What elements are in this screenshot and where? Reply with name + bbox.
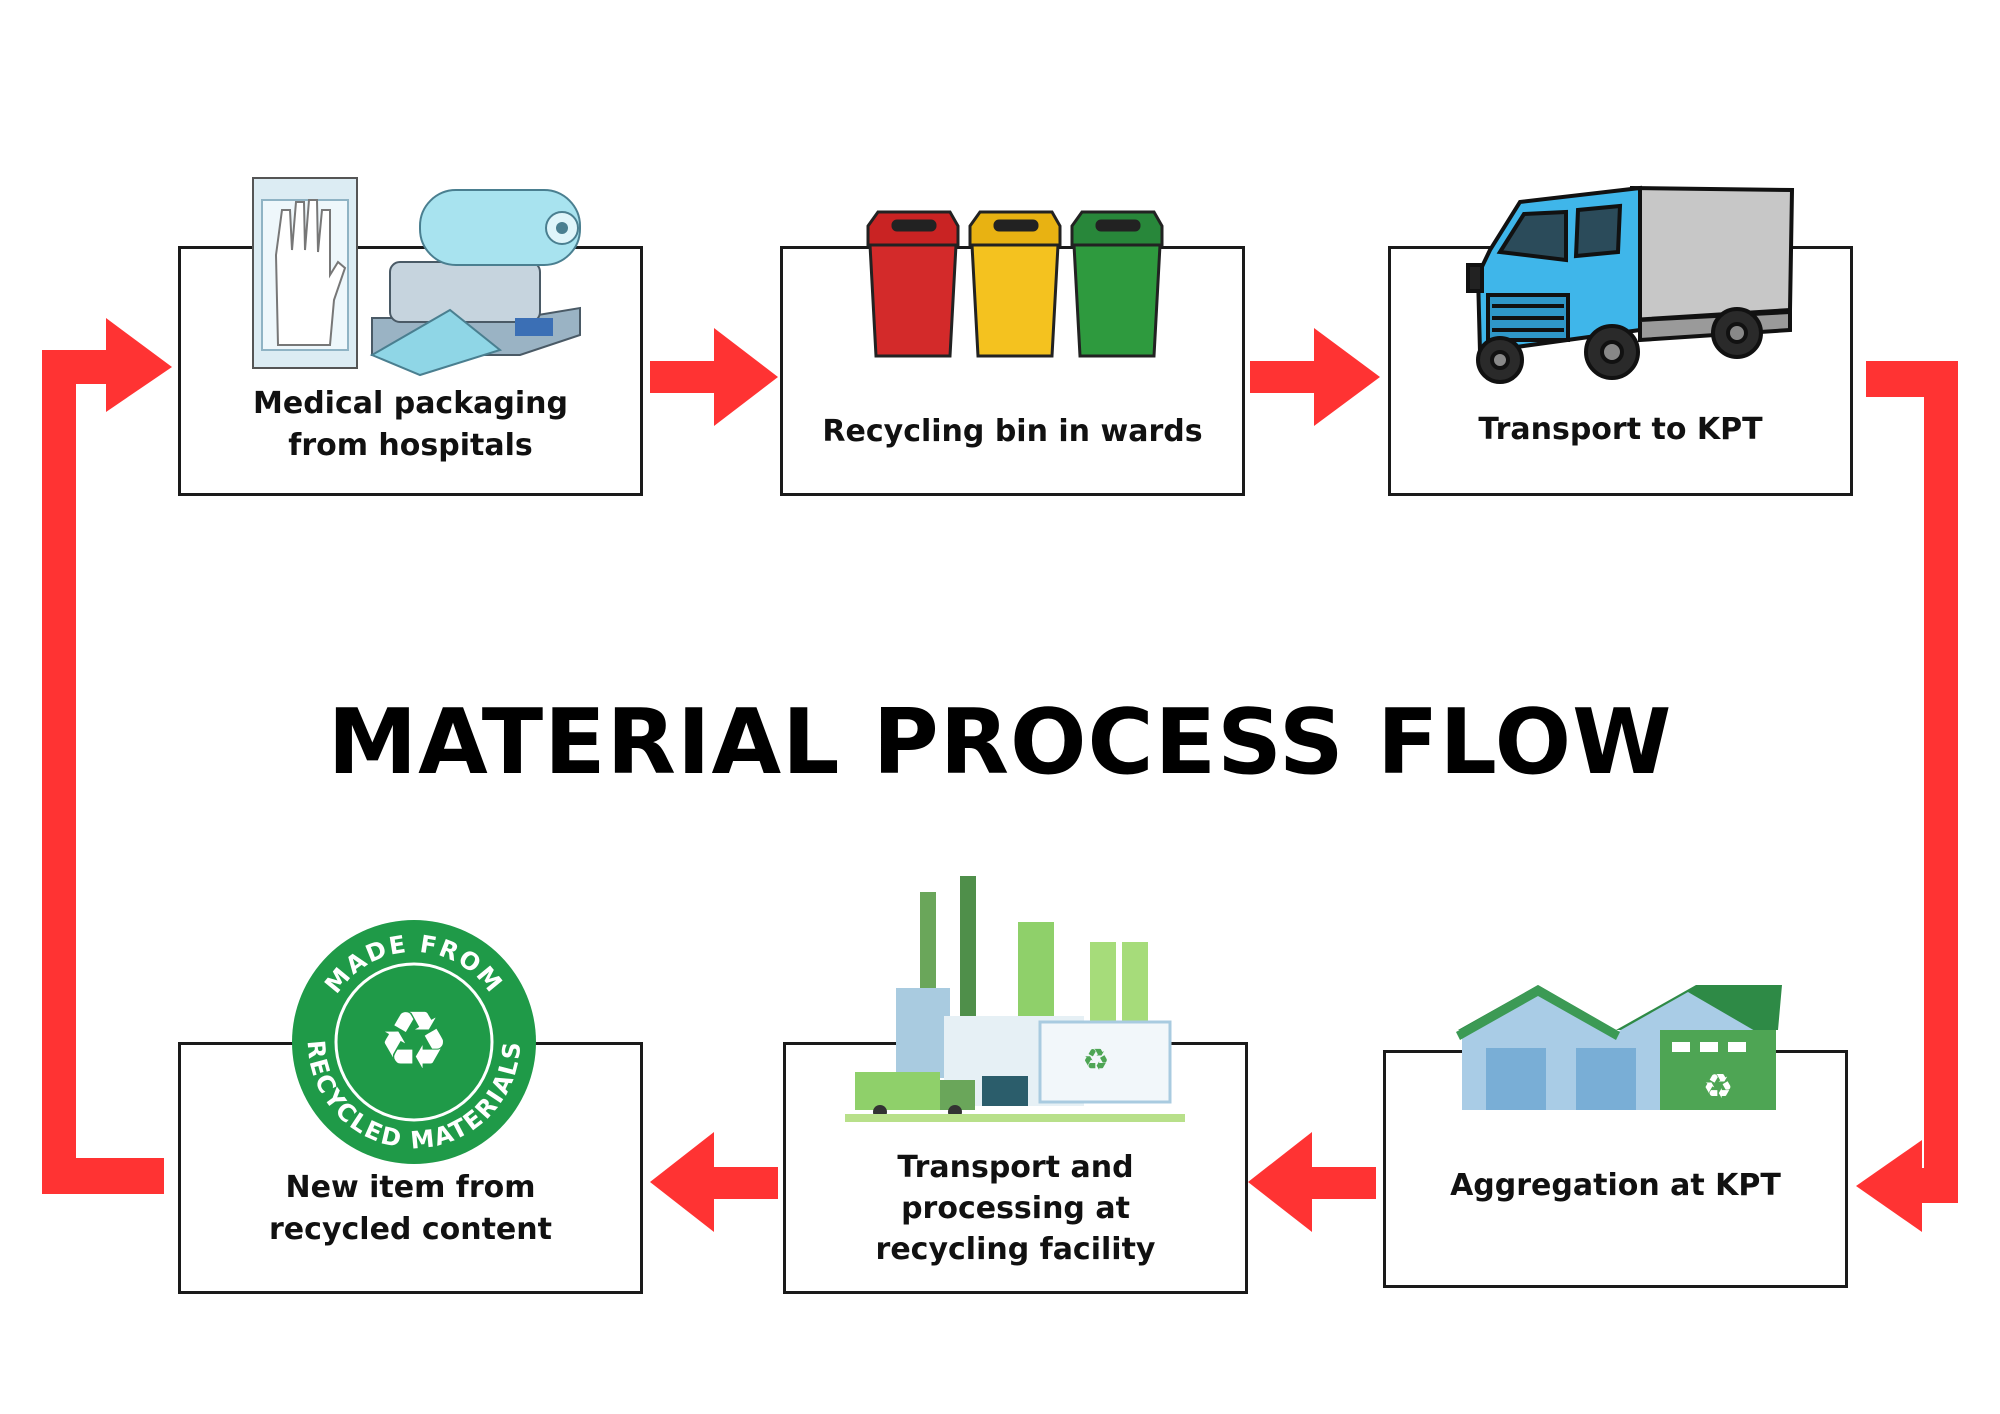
step-label-recycling-bin: Recycling bin in wards (822, 414, 1203, 449)
warehouse-icon: ♻ (1456, 985, 1782, 1110)
step-label-aggregation: Aggregation at KPT (1450, 1168, 1781, 1203)
recycling-bins-icon (866, 210, 1164, 358)
truck-icon (1466, 185, 1795, 384)
arrow-step3-to-step4 (1856, 361, 1958, 1232)
svg-text:♻: ♻ (1703, 1067, 1733, 1107)
step-label-medical-packaging: Medical packaging from hospitals (181, 383, 640, 467)
arrow-step4-to-step5 (1248, 1132, 1376, 1232)
step-label-line: recycling facility (875, 1232, 1156, 1267)
step-label-line: New item from (285, 1170, 536, 1205)
medical-packaging-icon (252, 177, 581, 377)
step-label-recycling-facility: Transport and processing at recycling fa… (786, 1147, 1245, 1270)
diagram-title: MATERIAL PROCESS FLOW (327, 690, 1673, 795)
step-label-new-item: New item from recycled content (181, 1167, 640, 1251)
arrow-step5-to-step6 (650, 1132, 778, 1232)
recycling-facility-icon: ♻ (845, 876, 1185, 1122)
arrow-step2-to-step3 (1250, 328, 1380, 426)
step-label-line: recycled content (269, 1212, 552, 1247)
step-label-line: Transport and (897, 1150, 1134, 1185)
step-label-line: Medical packaging (253, 386, 568, 421)
step-label-line: from hospitals (288, 428, 533, 463)
arrow-step1-to-step2 (650, 328, 778, 426)
recycled-materials-badge-icon: ♻ MADE FROM RECYCLED MATERIALS (292, 920, 536, 1164)
svg-text:♻: ♻ (1083, 1043, 1110, 1078)
step-label-transport-kpt: Transport to KPT (1478, 412, 1763, 447)
step-label-line: processing at (901, 1191, 1130, 1226)
arrow-step6-to-step1 (42, 318, 172, 1194)
svg-text:♻: ♻ (378, 994, 450, 1087)
